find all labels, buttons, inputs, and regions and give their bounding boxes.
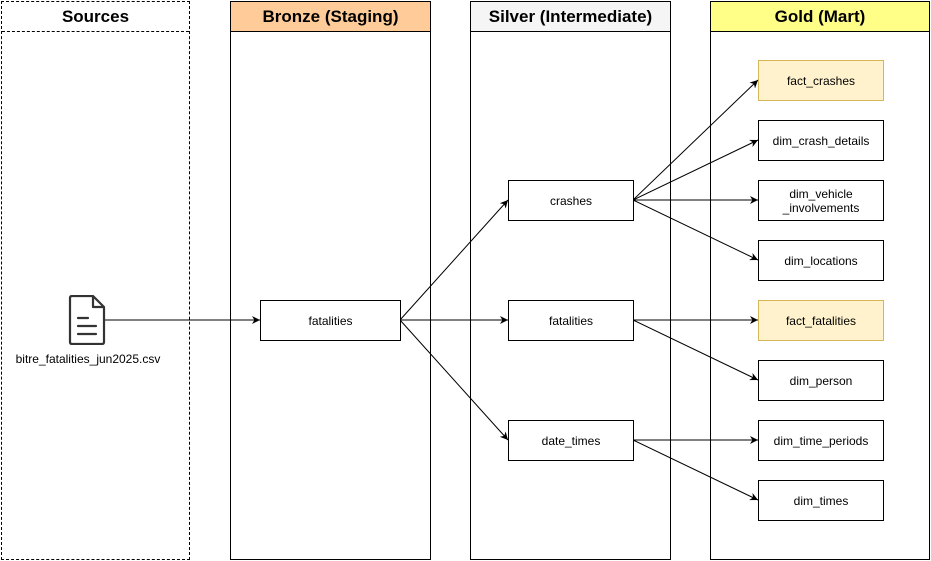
gold-fact-fatalities-node[interactable]: fact_fatalities xyxy=(758,300,884,341)
silver-lane-title: Silver (Intermediate) xyxy=(471,2,670,32)
gold-dim-locations-node[interactable]: dim_locations xyxy=(758,240,884,281)
edge-bronze-to-date-times xyxy=(399,319,509,441)
silver-fatalities-node[interactable]: fatalities xyxy=(508,300,634,341)
edge-crashes-to-dim-locations xyxy=(632,199,759,261)
gold-dim-person-node[interactable]: dim_person xyxy=(758,360,884,401)
gold-dim-times-node[interactable]: dim_times xyxy=(758,480,884,521)
silver-crashes-node[interactable]: crashes xyxy=(508,180,634,221)
bronze-lane: Bronze (Staging) xyxy=(230,1,431,560)
edge-date-times-to-dim-times xyxy=(632,439,759,501)
bronze-fatalities-node[interactable]: fatalities xyxy=(260,300,401,341)
edge-crashes-to-dim-crash-details xyxy=(632,139,759,201)
sources-lane: Sources xyxy=(1,1,190,560)
gold-dim-time-periods-node[interactable]: dim_time_periods xyxy=(758,420,884,461)
document-icon[interactable] xyxy=(68,295,106,345)
silver-date-times-node[interactable]: date_times xyxy=(508,420,634,461)
sources-lane-title: Sources xyxy=(2,2,189,32)
gold-lane-title: Gold (Mart) xyxy=(711,2,929,32)
gold-fact-crashes-node[interactable]: fact_crashes xyxy=(758,60,884,101)
edge-bronze-to-crashes xyxy=(399,199,509,321)
edge-fatalities-to-dim-person xyxy=(632,319,759,381)
bronze-lane-title: Bronze (Staging) xyxy=(231,2,430,32)
gold-dim-crash-details-node[interactable]: dim_crash_details xyxy=(758,120,884,161)
edge-crashes-to-fact-crashes xyxy=(632,79,759,201)
gold-dim-vehicle-involvements-node[interactable]: dim_vehicle _involvements xyxy=(758,180,884,221)
source-file-label: bitre_fatalities_jun2025.csv xyxy=(15,352,161,366)
silver-lane: Silver (Intermediate) xyxy=(470,1,671,560)
